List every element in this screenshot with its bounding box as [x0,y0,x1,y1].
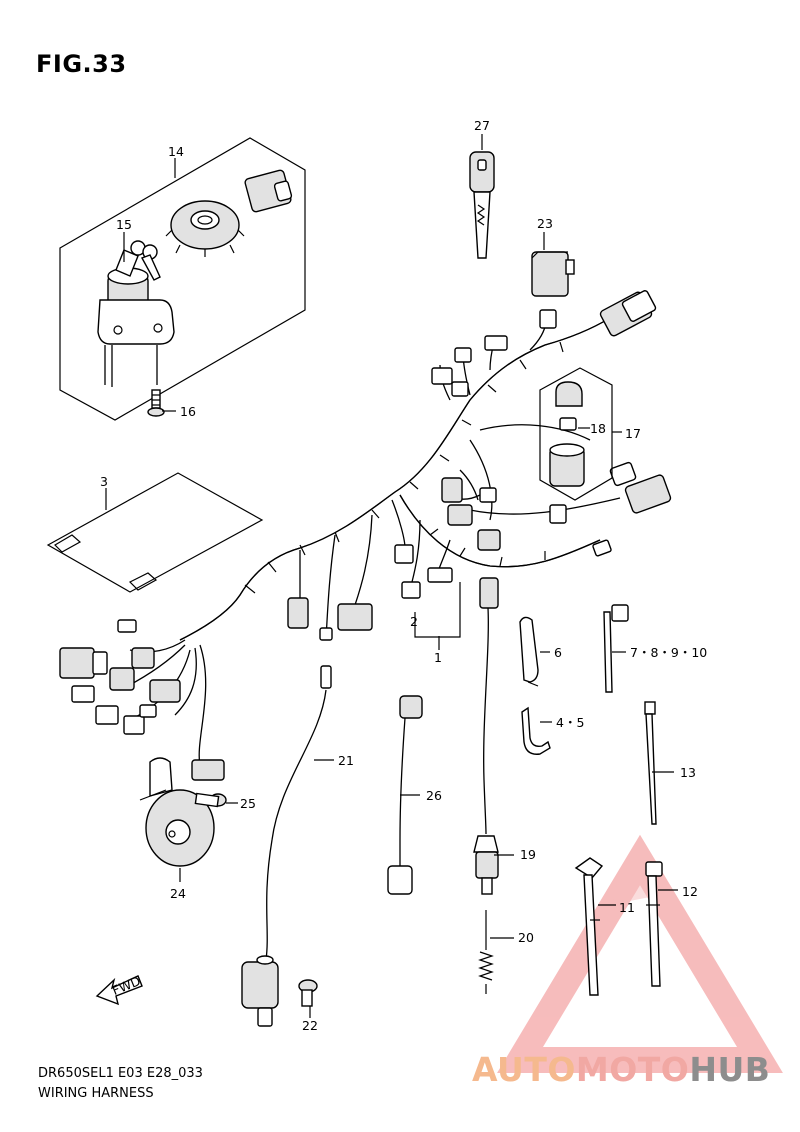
brand-part-auto: AUTO [472,1050,576,1089]
watermark-triangle [497,834,783,1073]
harness-connectors [59,290,672,781]
switch-19-icon [473,577,499,895]
callout-17: 17 [625,426,641,441]
callout-1: 1 [434,650,442,665]
cable-tie-13-icon [644,701,657,825]
fwd-label: FWD [110,973,143,998]
key-blank-icon [469,151,495,259]
sensor-26-icon [387,695,423,895]
screw-22-icon [298,979,318,1007]
callout-25: 25 [240,796,256,811]
callout-16: 16 [180,404,196,419]
relay-icon [531,251,575,297]
model-code: DR650SEL1 E03 E28_033 [38,1066,203,1081]
spring-20-icon [478,910,494,994]
ignition-connector-icon [244,169,293,213]
callout-19: 19 [520,847,536,862]
callout-21: 21 [338,753,354,768]
watermark-brand: AUTOMOTOHUB [472,1050,770,1089]
main-wiring-harness [119,317,621,766]
callout-24: 24 [170,886,186,901]
ignition-screw-icon [147,389,165,417]
clamp-4-5-icon [521,706,551,755]
fuse-box-set [539,367,613,501]
cable-tie-11-icon [574,857,604,996]
callout-7-10: 7・8・9・10 [630,645,707,660]
callout-22: 22 [302,1018,318,1033]
horn-bolt-icon [194,792,227,808]
callout-23: 23 [537,216,553,231]
callout-13: 13 [680,765,696,780]
clamp-6-icon [519,616,539,687]
callout-15: 15 [116,217,132,232]
callout-3: 3 [100,474,108,489]
callout-4-5: 4・5 [556,715,584,730]
sensor-21-icon [241,665,332,1027]
leader-lines [105,134,678,1018]
ignition-cover-icon [165,200,245,257]
label-sheet-icon [46,472,264,593]
callout-14: 14 [168,144,184,159]
cable-tie-12-icon [645,861,663,987]
callout-6: 6 [554,645,562,660]
key-set-icon [115,240,161,281]
horn-icon [139,757,215,867]
brand-part-hub: HUB [689,1050,771,1089]
figure-caption: WIRING HARNESS [38,1086,154,1101]
callout-2: 2 [410,614,418,629]
callout-27: 27 [474,118,490,133]
ignition-switch-set [59,137,306,421]
callout-11: 11 [619,900,635,915]
callout-12: 12 [682,884,698,899]
brand-part-moto: MOTO [575,1050,690,1089]
cable-tie-7-10-icon [603,604,629,693]
callout-numbers: 14 15 16 27 23 3 18 17 2 1 6 4・5 7・8・9・1… [100,118,707,1033]
figure-title: FIG.33 [36,50,127,78]
ignition-lock-icon [97,267,175,387]
callout-18: 18 [590,421,606,436]
callout-20: 20 [518,930,534,945]
fwd-arrow-icon: FWD [95,973,143,1006]
callout-26: 26 [426,788,442,803]
